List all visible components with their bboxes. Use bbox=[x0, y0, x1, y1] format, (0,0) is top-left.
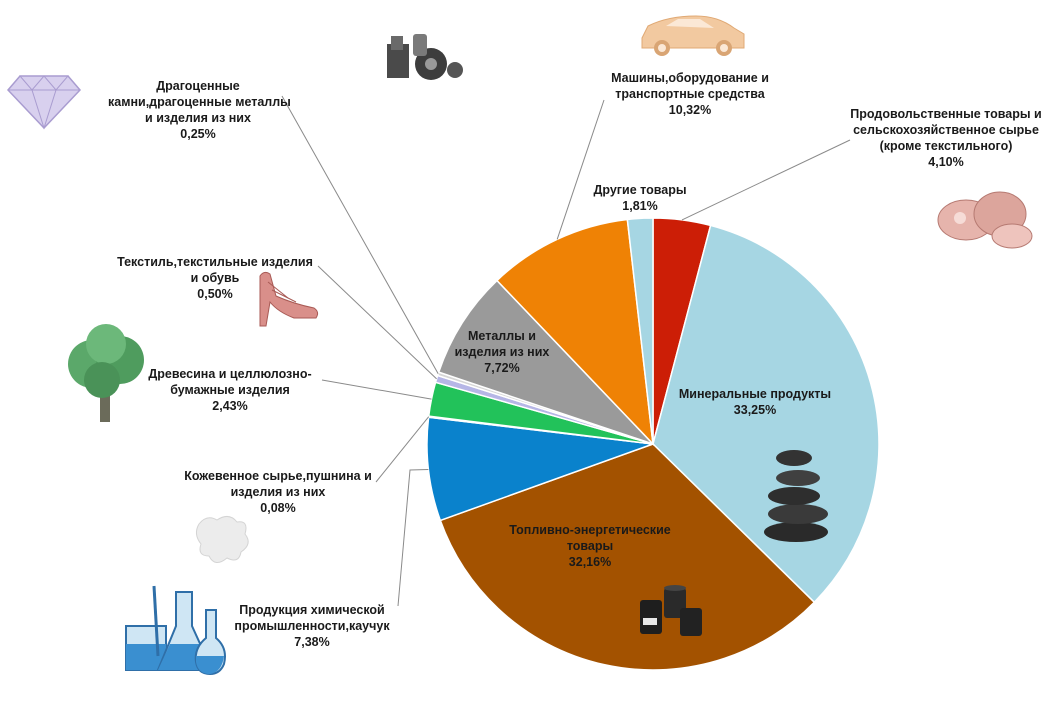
leader-line-9 bbox=[556, 99, 605, 240]
label-wood-line-1: Древесина и целлюлозно- bbox=[148, 367, 312, 381]
label-chemical: Продукция химической промышленности,кауч… bbox=[232, 602, 392, 650]
stones-icon bbox=[764, 450, 828, 542]
label-leather-line-1: Кожевенное сырье,пушнина и bbox=[184, 469, 372, 483]
leader-line-4 bbox=[375, 416, 430, 483]
label-precious-line-1: Драгоценные bbox=[156, 79, 240, 93]
label-machinery-value: 10,32% bbox=[668, 103, 712, 117]
label-chemical-line-1: Продукция химической bbox=[239, 603, 385, 617]
label-other: Другие товары 1,81% bbox=[580, 182, 700, 214]
label-metals-value: 7,72% bbox=[484, 361, 520, 375]
label-fuel-line-2: товары bbox=[566, 539, 614, 553]
car-icon bbox=[641, 15, 745, 56]
label-precious: Драгоценные камни,драгоценные металлы и … bbox=[108, 78, 291, 142]
label-textile: Текстиль,текстильные изделия и обувь 0,5… bbox=[112, 254, 318, 302]
label-textile-line-1: Текстиль,текстильные изделия bbox=[117, 255, 313, 269]
label-fuel-value: 32,16% bbox=[568, 555, 612, 569]
label-wood-line-2: бумажные изделия bbox=[170, 383, 290, 397]
label-food-value: 4,10% bbox=[928, 155, 964, 169]
pie-slice-9 bbox=[495, 218, 654, 447]
diamond-icon bbox=[6, 75, 82, 130]
label-metals-line-1: Металлы и bbox=[468, 329, 536, 343]
pie-slice-10 bbox=[626, 217, 654, 445]
leader-line-3 bbox=[397, 469, 429, 607]
label-textile-line-2: и обувь bbox=[190, 271, 240, 285]
label-precious-value: 0,25% bbox=[180, 127, 216, 141]
pie-slices bbox=[426, 217, 880, 671]
leader-line-0 bbox=[681, 139, 851, 221]
lab-flasks-icon bbox=[125, 585, 226, 676]
label-food-line-2: сельскохозяйственное сырье bbox=[853, 123, 1039, 137]
label-food: Продовольственные товары и сельскохозяйс… bbox=[846, 106, 1045, 170]
leader-line-5 bbox=[321, 379, 432, 400]
tree-icon bbox=[68, 324, 144, 422]
leather-hide-icon bbox=[195, 516, 249, 563]
label-minerals-value: 33,25% bbox=[733, 403, 777, 417]
label-leather-value: 0,08% bbox=[260, 501, 296, 515]
label-minerals: Минеральные продукты 33,25% bbox=[670, 386, 840, 418]
label-wood: Древесина и целлюлозно- бумажные изделия… bbox=[140, 366, 320, 414]
label-machinery-line-1: Машины,оборудование и bbox=[611, 71, 769, 85]
label-minerals-line-1: Минеральные продукты bbox=[678, 387, 832, 401]
label-textile-value: 0,50% bbox=[197, 287, 233, 301]
label-other-value: 1,81% bbox=[622, 199, 658, 213]
pie-slice-1 bbox=[652, 224, 880, 604]
label-metals: Металлы и изделия из них 7,72% bbox=[440, 328, 564, 376]
leader-line-6 bbox=[317, 265, 437, 380]
label-leather-line-2: изделия из них bbox=[230, 485, 326, 499]
label-machinery-line-2: транспортные средства bbox=[615, 87, 765, 101]
oil-barrels-icon bbox=[640, 585, 702, 636]
label-leather: Кожевенное сырье,пушнина и изделия из ни… bbox=[178, 468, 378, 516]
label-other-line-1: Другие товары bbox=[593, 183, 687, 197]
label-chemical-value: 7,38% bbox=[294, 635, 330, 649]
gear-parts-icon bbox=[387, 34, 463, 80]
high-heel-shoe-icon bbox=[259, 271, 319, 327]
label-metals-line-2: изделия из них bbox=[454, 345, 550, 359]
pie-slice-3 bbox=[426, 416, 654, 522]
label-fuel-line-1: Топливно-энергетические bbox=[509, 523, 671, 537]
label-food-line-3: (кроме текстильного) bbox=[879, 139, 1013, 153]
pie-slice-2 bbox=[439, 443, 816, 671]
label-machinery: Машины,оборудование и транспортные средс… bbox=[590, 70, 790, 118]
pie-slice-8 bbox=[437, 279, 654, 445]
label-chemical-line-2: промышленности,каучук bbox=[234, 619, 390, 633]
label-precious-line-3: и изделия из них bbox=[145, 111, 251, 125]
leader-line-7 bbox=[281, 95, 439, 375]
leader-lines bbox=[281, 95, 851, 607]
meat-icon bbox=[937, 191, 1033, 249]
label-precious-line-2: камни,драгоценные металлы bbox=[108, 95, 291, 109]
label-food-line-1: Продовольственные товары и bbox=[850, 107, 1042, 121]
label-fuel: Топливно-энергетические товары 32,16% bbox=[500, 522, 680, 570]
label-wood-value: 2,43% bbox=[212, 399, 248, 413]
